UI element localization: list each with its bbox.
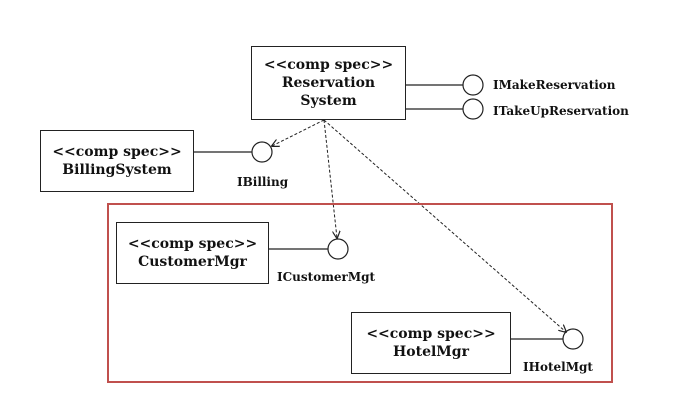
hotel-interface	[562, 328, 584, 350]
reservation-name-line1: Reservation	[281, 75, 376, 91]
dependency-to-hotel	[323, 119, 566, 332]
customer-interface-label: ICustomerMgt	[277, 270, 376, 284]
hotel-mgr-component[interactable]: <<comp spec>> HotelMgr	[351, 312, 511, 374]
make-reservation-interface	[462, 74, 484, 96]
hotel-stereotype: <<comp spec>>	[366, 326, 496, 342]
take-up-reservation-interface	[462, 98, 484, 120]
take-up-reservation-label: ITakeUpReservation	[493, 104, 629, 118]
hotel-interface-label: IHotelMgt	[523, 360, 593, 374]
billing-interface	[251, 141, 273, 163]
reservation-system-component[interactable]: <<comp spec>> Reservation System	[251, 46, 406, 120]
billing-name: BillingSystem	[62, 162, 172, 178]
make-reservation-label: IMakeReservation	[493, 78, 616, 92]
hotel-name: HotelMgr	[393, 344, 469, 360]
dependency-to-billing	[272, 119, 325, 146]
reservation-stereotype: <<comp spec>>	[263, 57, 394, 73]
customer-mgr-component[interactable]: <<comp spec>> CustomerMgr	[116, 222, 269, 284]
customer-name: CustomerMgr	[138, 254, 247, 270]
customer-stereotype: <<comp spec>>	[127, 236, 258, 252]
reservation-name-line2: System	[300, 93, 357, 109]
managers-region	[107, 203, 613, 383]
billing-system-component[interactable]: <<comp spec>> BillingSystem	[40, 130, 194, 192]
billing-interface-label: IBilling	[237, 175, 289, 189]
billing-stereotype: <<comp spec>>	[52, 144, 182, 160]
